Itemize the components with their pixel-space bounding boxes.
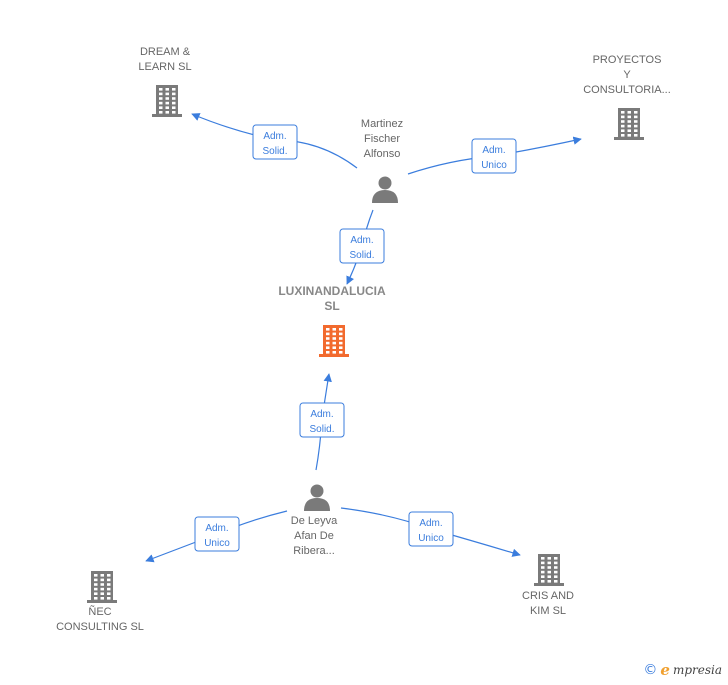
nodes-layer: DREAM & LEARN SL PROYECTOS Y CONSULTORIA... M… xyxy=(56,46,671,633)
edge-deleyva-luxin: Adm. Solid. xyxy=(299,373,345,471)
copyright-icon: © xyxy=(643,662,658,678)
brand-initial: e xyxy=(660,661,670,679)
person-icon xyxy=(304,484,330,511)
node-label-line: Ribera... xyxy=(293,545,335,557)
edge-label-text: Solid. xyxy=(349,250,374,261)
edge-label-text: Adm. xyxy=(482,145,505,156)
node-label-line: ÑEC xyxy=(88,605,111,618)
edge-label-box xyxy=(471,138,517,174)
edge-label-box xyxy=(299,402,345,438)
node-label-line: Afan De xyxy=(294,530,334,542)
node-label-line: DREAM & xyxy=(140,46,191,58)
node-label-line: Alfonso xyxy=(364,148,401,160)
node-label-line: Fischer xyxy=(364,133,400,145)
edge-label-badge[interactable]: Adm. Solid. xyxy=(299,402,345,438)
node-label-line: LUXINANDALUCIA xyxy=(278,284,386,298)
edge-label-text: Unico xyxy=(204,538,230,549)
node-label-line: De Leyva xyxy=(291,515,338,527)
edge-martinez-proyectos: Adm. Unico xyxy=(407,136,582,175)
edge-label-text: Unico xyxy=(418,533,444,544)
edge-deleyva-nec: Adm. Unico xyxy=(145,510,288,563)
node-proyectos[interactable]: PROYECTOS Y CONSULTORIA... xyxy=(583,54,671,140)
building-icon xyxy=(534,554,564,586)
edge-label-box xyxy=(408,511,454,547)
edge-label-box xyxy=(339,228,385,264)
edge-label-badge[interactable]: Adm. Solid. xyxy=(339,228,385,264)
edge-label-box xyxy=(252,124,298,160)
edge-martinez-dream: Adm. Solid. xyxy=(191,113,358,169)
node-label-line: PROYECTOS xyxy=(593,54,662,66)
building-icon xyxy=(87,571,117,603)
person-icon xyxy=(372,176,398,203)
node-label-line: SL xyxy=(324,299,339,313)
edge-label-text: Adm. xyxy=(419,518,442,529)
node-label-line: CRIS AND xyxy=(522,590,574,602)
node-label-line: CONSULTORIA... xyxy=(583,84,671,96)
edges-layer: Adm.Solid.Adm.UnicoAdm.Solid.Adm.Solid.A… xyxy=(145,113,582,563)
edge-label-text: Solid. xyxy=(309,424,334,435)
node-label-line: CONSULTING SL xyxy=(56,621,144,633)
edge-label-box xyxy=(194,516,240,552)
node-dream[interactable]: DREAM & LEARN SL xyxy=(138,46,192,117)
node-label-line: LEARN SL xyxy=(138,61,191,73)
edge-label-text: Solid. xyxy=(262,146,287,157)
edge-label-text: Adm. xyxy=(310,409,333,420)
edge-label-text: Adm. xyxy=(205,523,228,534)
edge-deleyva-cris: Adm. Unico xyxy=(340,507,521,557)
building-icon xyxy=(614,108,644,140)
edge-label-text: Adm. xyxy=(263,131,286,142)
edge-label-badge[interactable]: Adm. Unico xyxy=(194,516,240,552)
node-cris[interactable]: CRIS AND KIM SL xyxy=(522,554,574,617)
edge-label-text: Unico xyxy=(481,160,507,171)
edge-label-badge[interactable]: Adm. Solid. xyxy=(252,124,298,160)
node-label-line: KIM SL xyxy=(530,605,566,617)
edge-label-badge[interactable]: Adm. Unico xyxy=(408,511,454,547)
node-label-line: Y xyxy=(623,69,631,81)
edge-label-text: Adm. xyxy=(350,235,373,246)
brand-name: mpresia xyxy=(672,663,722,677)
building-icon xyxy=(152,85,182,117)
edge-label-badge[interactable]: Adm. Unico xyxy=(471,138,517,174)
edge-martinez-luxin: Adm. Solid. xyxy=(339,209,385,285)
node-nec[interactable]: ÑEC CONSULTING SL xyxy=(56,571,144,633)
building-icon xyxy=(319,325,349,357)
node-label-line: Martinez xyxy=(361,118,403,130)
